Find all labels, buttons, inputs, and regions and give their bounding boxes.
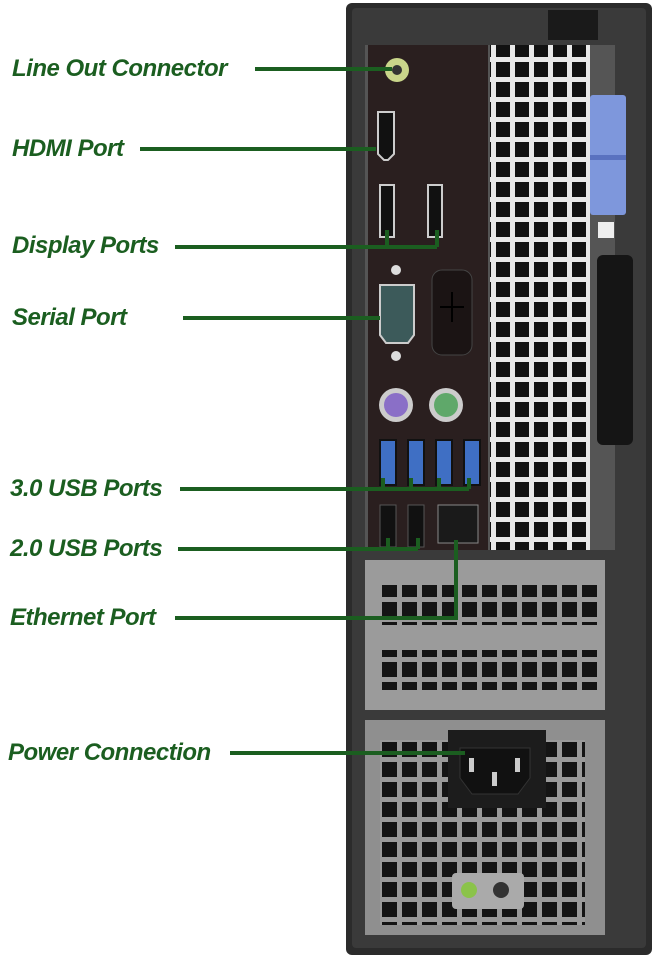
label-power-connection: Power Connection [8, 739, 211, 766]
expansion-cover [431, 269, 473, 356]
audio-jack-icon [385, 58, 409, 82]
label-line-out-connector: Line Out Connector [12, 55, 228, 82]
hdmi-port-icon [377, 111, 395, 161]
blue-latch [590, 95, 626, 238]
leader-lines [140, 67, 471, 755]
side-handle [597, 255, 633, 445]
label-serial-port: Serial Port [12, 304, 127, 331]
psu-led-icon [461, 882, 477, 898]
label-usb2-ports: 2.0 USB Ports [10, 535, 163, 562]
label-display-ports: Display Ports [12, 232, 159, 259]
power-supply [365, 720, 605, 935]
ethernet-port-icon [437, 504, 479, 544]
power-socket-icon [459, 747, 531, 795]
label-usb3-ports: 3.0 USB Ports [10, 475, 163, 502]
vent-grille-top [490, 45, 590, 550]
label-hdmi-port: HDMI Port [12, 135, 124, 162]
usb3-port-icons [379, 439, 481, 486]
displayport-icons [379, 184, 443, 238]
serial-port-icon [379, 265, 415, 361]
label-ethernet-port: Ethernet Port [10, 604, 156, 631]
usb2-port-icons [379, 504, 425, 548]
expansion-slots [365, 560, 605, 710]
